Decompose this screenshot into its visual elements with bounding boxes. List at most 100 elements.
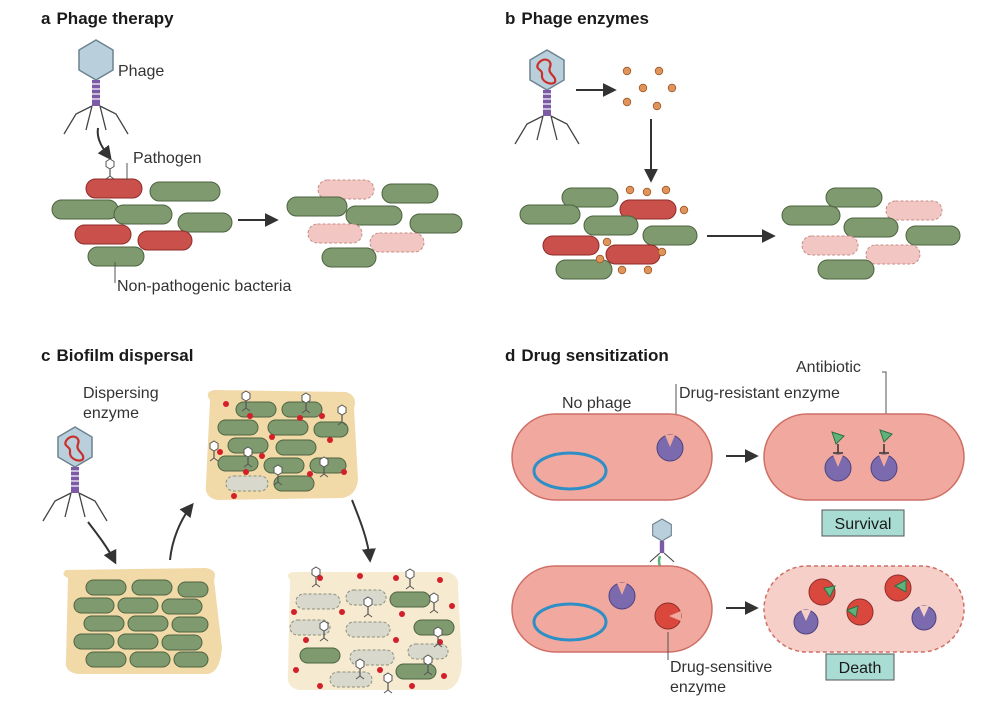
antibiotic-label: Antibiotic: [796, 359, 861, 376]
bacteria-group-b-after: [781, 187, 961, 280]
bacterium: [843, 217, 899, 238]
cell-no-phage: [511, 413, 713, 501]
drug-resistant-enzyme: [656, 434, 684, 462]
bacterium: [83, 615, 125, 632]
pathogen-label: Pathogen: [133, 150, 202, 167]
enzyme-dot: [622, 66, 632, 76]
bacterium: [905, 225, 961, 246]
bacterium: [131, 579, 173, 596]
dispersed-bacterium: [329, 671, 373, 688]
dispersed-bacterium: [225, 475, 269, 492]
bacterium: [235, 401, 277, 418]
enzyme-dot: [654, 66, 664, 76]
plasmid: [532, 451, 608, 491]
drug-sensitive-enzyme: [808, 578, 836, 606]
bacterium: [642, 225, 698, 246]
bacteria-group-b-before: [519, 187, 698, 280]
bacterium: [117, 597, 159, 614]
bacterium: [781, 205, 841, 226]
dispersed-bacterium: [345, 621, 391, 638]
bacterium: [395, 663, 437, 680]
survival-box: [821, 509, 905, 537]
bacterium: [217, 419, 259, 436]
bacterium: [309, 457, 347, 474]
bacterium: [825, 187, 883, 208]
mini-phage-icon: [105, 158, 115, 180]
bacterium: [73, 597, 115, 614]
bacterium: [281, 401, 323, 418]
survival-label: Survival: [835, 516, 892, 533]
phage-label: Phage: [118, 63, 164, 80]
bacterium: [286, 196, 348, 217]
bacterium: [555, 259, 613, 280]
bacterium: [129, 651, 171, 668]
bacterium: [299, 647, 341, 664]
biofilm-dispersed: [287, 566, 462, 694]
bacterium: [85, 651, 127, 668]
dispersing-label-line1: Dispersing: [83, 385, 159, 402]
non-pathogenic-label: Non-pathogenic bacteria: [117, 278, 291, 295]
bacterium: [583, 215, 639, 236]
bacterium: [561, 187, 619, 208]
lysed-pathogen: [317, 179, 375, 200]
lysed-pathogen: [369, 232, 425, 253]
drug-sensitive-enzyme: [654, 602, 682, 630]
drug-sensitive-label-line1: Drug-sensitive: [670, 659, 772, 676]
cell-survival: [763, 413, 965, 501]
enzyme-dots: [217, 401, 347, 499]
pathogen-bacterium: [619, 199, 677, 220]
dispersing-phage-icon: [41, 425, 109, 523]
antibiotic-blocked: [833, 444, 889, 454]
bacterium: [313, 421, 349, 438]
bacterium: [113, 204, 173, 225]
drug-resistant-enzyme: [870, 454, 898, 482]
bacterium: [171, 616, 209, 633]
lysed-pathogen: [801, 235, 859, 256]
bacterium: [161, 634, 203, 651]
antibiotic-leader: [882, 371, 887, 424]
pathogen-bacterium: [74, 224, 132, 245]
drug-resistant-enzyme: [911, 605, 937, 631]
bacterium: [275, 439, 317, 456]
bacteria-group-after: [286, 179, 463, 268]
drug-sensitive-enzyme: [845, 598, 874, 626]
drug-sensitive-enzyme: [884, 574, 912, 602]
arrow-phage-to-pathogen: [96, 127, 112, 161]
arrow-phage-to-biofilm: [87, 521, 117, 565]
bacterium: [161, 598, 203, 615]
enzyme-dot: [638, 83, 648, 93]
bacterium: [173, 651, 209, 668]
bacterium: [127, 615, 169, 632]
bacterium: [345, 205, 403, 226]
enzyme-dots: [291, 573, 455, 689]
bacterium: [267, 419, 309, 436]
bacterium: [273, 475, 315, 492]
death-label: Death: [839, 660, 882, 677]
antibiotic: [831, 431, 845, 445]
pathogen-bacterium: [542, 235, 600, 256]
bacterium: [263, 457, 305, 474]
enzyme-dots-attached: [595, 185, 689, 275]
arrow-biofilm-up: [169, 502, 194, 561]
bacterium: [321, 247, 377, 268]
bacterium: [409, 213, 463, 234]
pathogen-bacterium: [137, 230, 193, 251]
pathogen-bacterium: [85, 178, 143, 199]
biofilm-intact: [63, 568, 222, 674]
bacterium: [87, 246, 145, 267]
lysed-pathogen: [865, 244, 921, 265]
plasmid: [532, 602, 608, 642]
bacterium: [117, 633, 159, 650]
lysed-pathogen: [885, 200, 943, 221]
bacterium: [217, 455, 259, 472]
bacterium: [177, 581, 209, 598]
enzyme-dot: [622, 97, 632, 107]
enzyme-dots: [622, 66, 677, 111]
biofilm-infected: [205, 390, 358, 500]
